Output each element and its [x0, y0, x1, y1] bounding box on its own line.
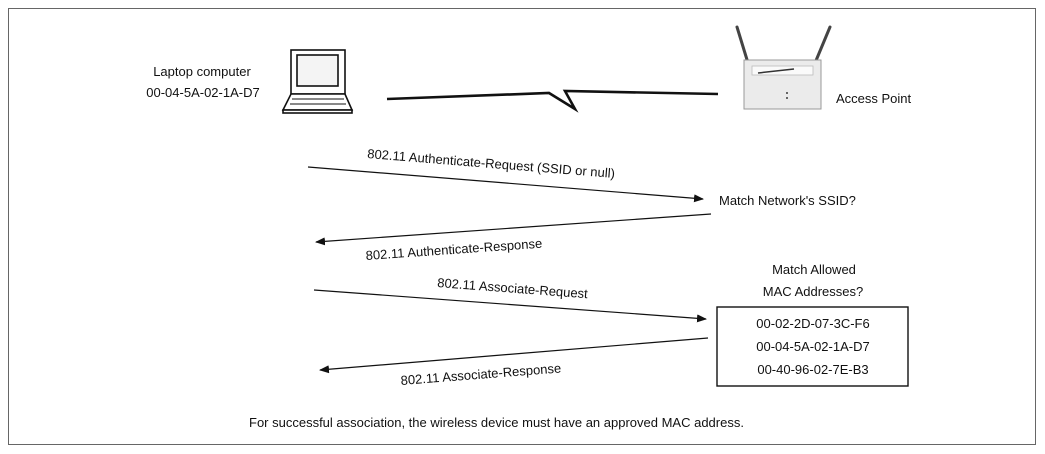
allowed-mac-1: 00-02-2D-07-3C-F6: [756, 316, 869, 331]
associate-request-arrow: [313, 289, 707, 323]
authenticate-request-arrow: [307, 166, 704, 203]
associate-response-label: 802.11 Associate-Response: [400, 360, 562, 388]
access-point-icon: [735, 25, 832, 110]
access-point-label: Access Point: [836, 91, 912, 106]
associate-request-label: 802.11 Associate-Request: [437, 275, 589, 301]
laptop-name: Laptop computer: [153, 64, 251, 79]
ssid-check-label: Match Network's SSID?: [719, 193, 856, 208]
allowed-mac-list-box: [716, 306, 909, 387]
mac-check-label-line2: MAC Addresses?: [763, 284, 863, 299]
allowed-mac-3: 00-40-96-02-7E-B3: [757, 362, 868, 377]
mac-check-label-line1: Match Allowed: [772, 262, 856, 277]
authenticate-response-arrow: [315, 213, 712, 246]
footnote: For successful association, the wireless…: [249, 415, 744, 430]
associate-response-arrow: [319, 337, 709, 374]
authenticate-request-label: 802.11 Authenticate-Request (SSID or nul…: [367, 146, 616, 181]
authenticate-response-label: 802.11 Authenticate-Response: [365, 236, 542, 263]
wireless-link: [386, 89, 719, 113]
laptop-icon: [281, 49, 354, 114]
laptop-mac: 00-04-5A-02-1A-D7: [146, 85, 259, 100]
allowed-mac-2: 00-04-5A-02-1A-D7: [756, 339, 869, 354]
